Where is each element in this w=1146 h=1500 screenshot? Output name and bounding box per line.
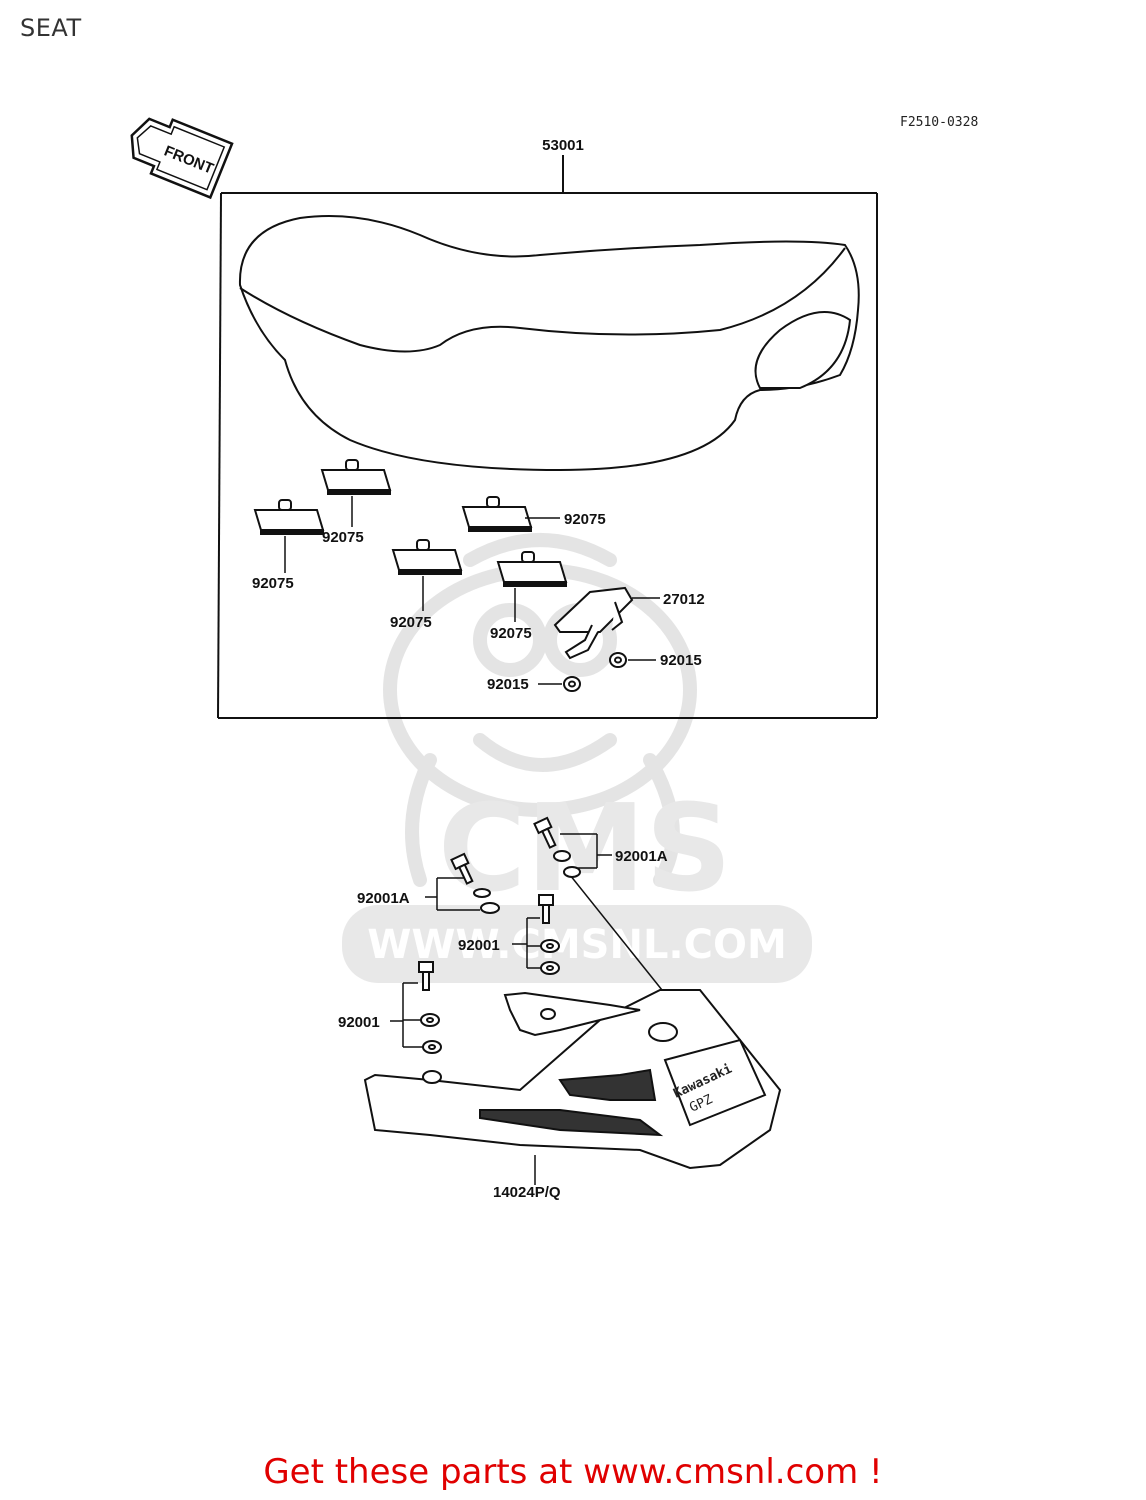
seat-stop-1 xyxy=(320,459,392,495)
nut-1 xyxy=(609,652,627,668)
part-label-bolt-a-1: 92001A xyxy=(615,848,668,865)
part-label-nut-1: 92015 xyxy=(660,652,702,669)
bolt-a-2 xyxy=(450,852,474,885)
nut-2 xyxy=(563,676,581,692)
seat-drawing xyxy=(238,215,860,472)
bolt-group xyxy=(418,816,581,1054)
seat-stop-2 xyxy=(253,499,325,535)
get-parts-link[interactable]: Get these parts at www.cmsnl.com ! xyxy=(0,1452,1146,1492)
seat-frame xyxy=(217,155,878,719)
seat-stop-3 xyxy=(461,496,533,532)
part-label-hook: 27012 xyxy=(663,591,705,608)
figure-ref: F2510-0328 xyxy=(900,115,978,130)
part-label-stop-3: 92075 xyxy=(564,511,606,528)
get-parts-link-text[interactable]: Get these parts at www.cmsnl.com ! xyxy=(263,1452,883,1492)
part-label-stop-4: 92075 xyxy=(390,614,432,631)
part-label-bolt-1: 92001 xyxy=(458,937,500,954)
watermark-logo-text: CMS xyxy=(438,780,732,919)
parts-diagram: CMS WWW.CMSNL.COM FRONT F2510-0328 53001 xyxy=(130,115,978,1201)
seat-hook xyxy=(553,586,634,660)
seat-stop-4 xyxy=(391,539,463,575)
part-label-stop-2: 92075 xyxy=(252,575,294,592)
bolt-1 xyxy=(538,894,554,924)
page-title: SEAT xyxy=(20,14,82,42)
part-label-stop-5: 92075 xyxy=(490,625,532,642)
cms-watermark: CMS WWW.CMSNL.COM xyxy=(342,533,812,983)
part-label-stop-1: 92075 xyxy=(322,529,364,546)
bolt-2 xyxy=(418,961,434,991)
front-direction-arrow: FRONT xyxy=(130,117,234,200)
part-label-cover: 14024P/Q xyxy=(493,1184,561,1201)
rear-cover xyxy=(363,989,782,1170)
bolt-a-1 xyxy=(533,816,557,849)
part-label-bolt-a-2: 92001A xyxy=(357,890,410,907)
leader-lines xyxy=(284,496,663,1185)
part-label-nut-2: 92015 xyxy=(487,676,529,693)
seat-stop-5 xyxy=(496,551,568,587)
seat-part-number: 53001 xyxy=(542,137,584,154)
watermark-url-text: WWW.CMSNL.COM xyxy=(367,922,787,968)
part-label-bolt-2: 92001 xyxy=(338,1014,380,1031)
seat-stop-group xyxy=(253,459,568,587)
